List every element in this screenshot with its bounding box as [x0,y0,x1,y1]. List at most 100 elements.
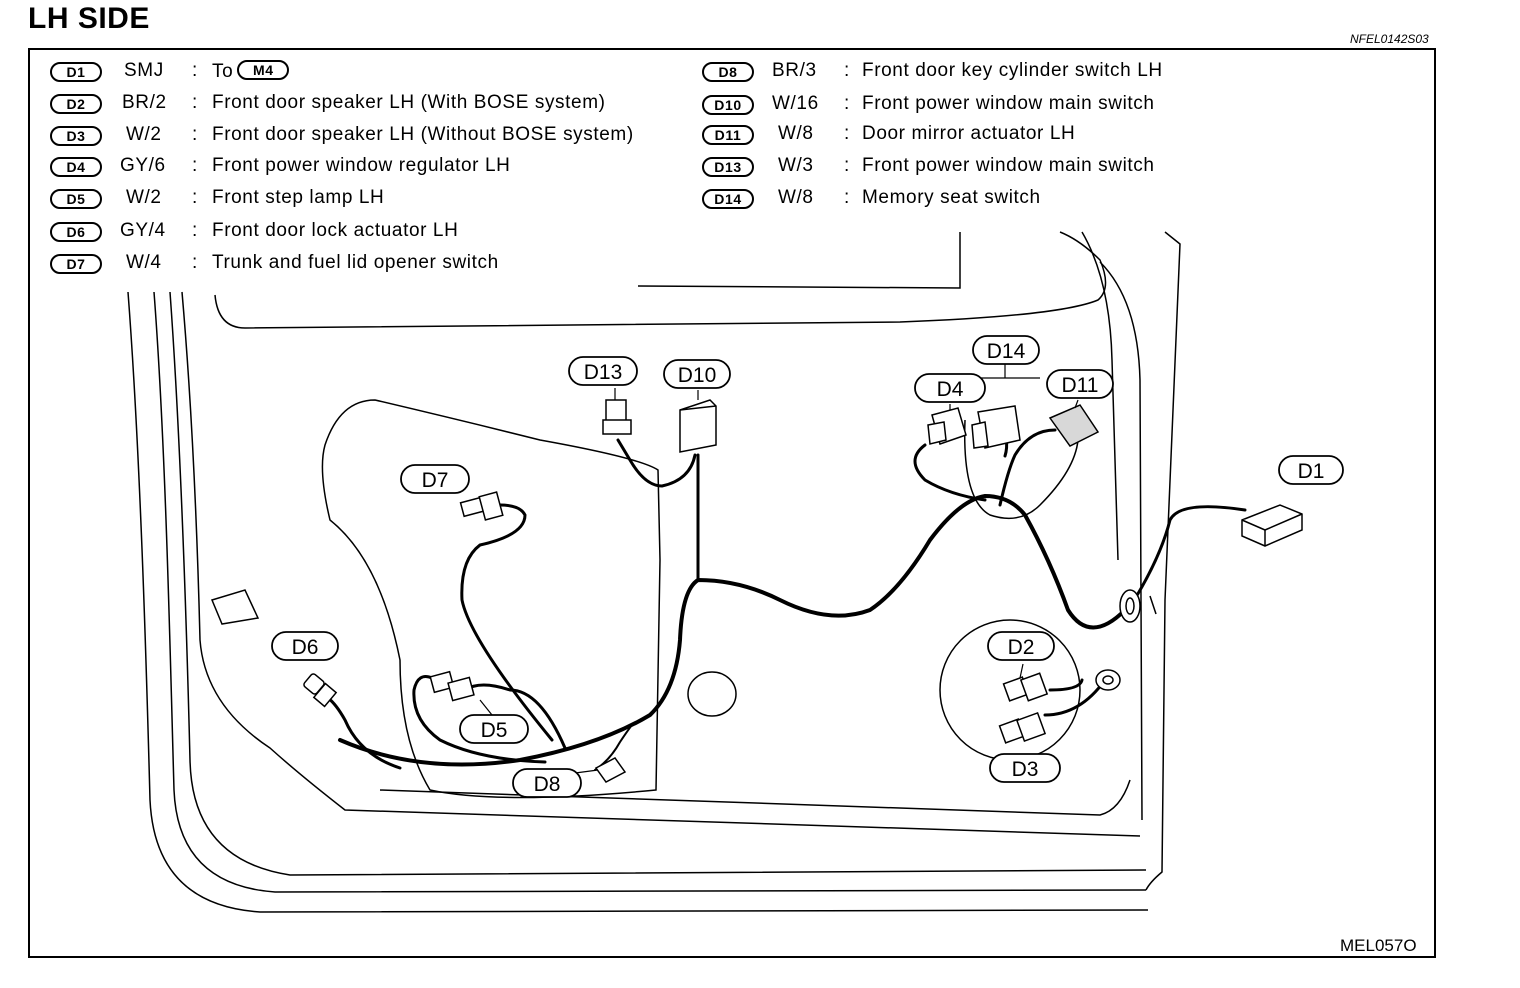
callout-text: D8 [534,773,561,796]
reference-code: NFEL0142S03 [1350,32,1429,46]
connector-description: Memory seat switch [862,187,1041,208]
legend-row-d13: D13 W/3 : Front power window main switch [702,155,1262,181]
legend-colon: : [192,155,198,176]
connector-spec: GY/4 [120,220,166,241]
grommets [1095,589,1157,691]
connector-d5 [429,670,475,702]
legend-row-d6: D6 GY/4 : Front door lock actuator LH [50,220,690,246]
connector-spec: GY/6 [120,155,166,176]
connector-d8 [594,757,627,783]
connector-spec: W/2 [126,124,162,145]
connector-badge: D7 [50,254,102,274]
callout-d14: D14 [972,335,1040,365]
legend-row-d2: D2 BR/2 : Front door speaker LH (With BO… [50,92,690,118]
connector-badge: D10 [702,95,754,115]
connector-spec: W/8 [778,123,814,144]
legend-colon: : [192,124,198,145]
legend-row-d3: D3 W/2 : Front door speaker LH (Without … [50,124,700,150]
callout-d5: D5 [459,714,529,744]
legend-colon: : [192,60,198,81]
connector-badge: D3 [50,126,102,146]
legend-colon: : [844,123,850,144]
connector-badge: D14 [702,189,754,209]
legend-colon: : [192,187,198,208]
door-outline [127,231,1181,913]
legend-colon: : [844,155,850,176]
legend-colon: : [844,60,850,81]
connectors [303,399,1303,783]
connector-description: Front door lock actuator LH [212,220,459,241]
connector-spec: W/2 [126,187,162,208]
callout-d10: D10 [663,359,731,389]
callout-d8: D8 [512,768,582,798]
connector-badge: D2 [50,94,102,114]
callout-d11: D11 [1046,369,1114,399]
legend-row-d8: D8 BR/3 : Front door key cylinder switch… [702,60,1262,86]
callout-d1: D1 [1278,455,1344,485]
legend-colon: : [844,93,850,114]
legend-row-d10: D10 W/16 : Front power window main switc… [702,93,1262,119]
callout-d2: D2 [987,631,1055,661]
connector-spec: SMJ [124,60,164,81]
page-title: LH SIDE [28,2,150,35]
connector-d2 [1002,672,1049,702]
legend-row-d14: D14 W/8 : Memory seat switch [702,187,1262,213]
callout-d7: D7 [400,464,470,494]
callout-text: D10 [678,364,717,387]
callout-text: D5 [481,719,508,742]
connector-spec: BR/2 [122,92,167,113]
connector-description: Door mirror actuator LH [862,123,1076,144]
connector-badge: D13 [702,157,754,177]
legend-colon: : [192,252,198,273]
callout-text: D2 [1008,636,1035,659]
legend-row-d5: D5 W/2 : Front step lamp LH [50,187,690,213]
connector-d13 [602,399,632,435]
callout-d6: D6 [271,631,339,661]
connector-d7 [459,491,504,521]
callout-text: D6 [292,636,319,659]
figure-code: MEL057O [1340,936,1417,955]
connector-badge: D5 [50,189,102,209]
connector-description: Trunk and fuel lid opener switch [212,252,499,273]
connector-badge: D8 [702,62,754,82]
callout-text: D3 [1012,758,1039,781]
connector-d4 [927,407,967,445]
callout-labels: D13 D10 D14 D4 D11 D1 D7 D6 [271,335,1344,798]
connector-description: Front door key cylinder switch LH [862,60,1163,81]
callout-text: D7 [422,469,449,492]
connector-badge: D1 [50,62,102,82]
connector-d3 [998,711,1047,744]
connector-description: Front power window main switch [862,93,1155,114]
callout-d13: D13 [568,356,638,386]
callout-text: D14 [987,340,1026,363]
callout-d3: D3 [989,753,1061,783]
diagram-frame [28,48,1436,958]
connector-badge: D11 [702,125,754,145]
callout-text: D13 [584,361,623,384]
connector-description: Front power window main switch [862,155,1155,176]
connector-spec: BR/3 [772,60,817,81]
connector-badge-m4: M4 [237,60,290,80]
connector-d6 [303,673,338,708]
connector-spec: W/3 [778,155,814,176]
connector-spec: W/16 [772,93,819,114]
connector-description: Front door speaker LH (Without BOSE syst… [212,124,634,145]
connector-d14 [971,405,1021,449]
callout-text: D1 [1298,460,1325,483]
callout-d4: D4 [914,373,986,403]
connector-description: Front power window regulator LH [212,155,511,176]
connector-spec: W/8 [778,187,814,208]
connector-spec: W/4 [126,252,162,273]
legend-row-d7: D7 W/4 : Trunk and fuel lid opener switc… [50,252,690,278]
legend-colon: : [192,220,198,241]
to-prefix: To [212,61,234,82]
wire-harness [326,418,1247,771]
connector-d1 [1241,504,1303,547]
connector-badge: D4 [50,157,102,177]
callout-text: D11 [1062,374,1099,397]
legend-row-d11: D11 W/8 : Door mirror actuator LH [702,123,1262,149]
legend-colon: : [192,92,198,113]
